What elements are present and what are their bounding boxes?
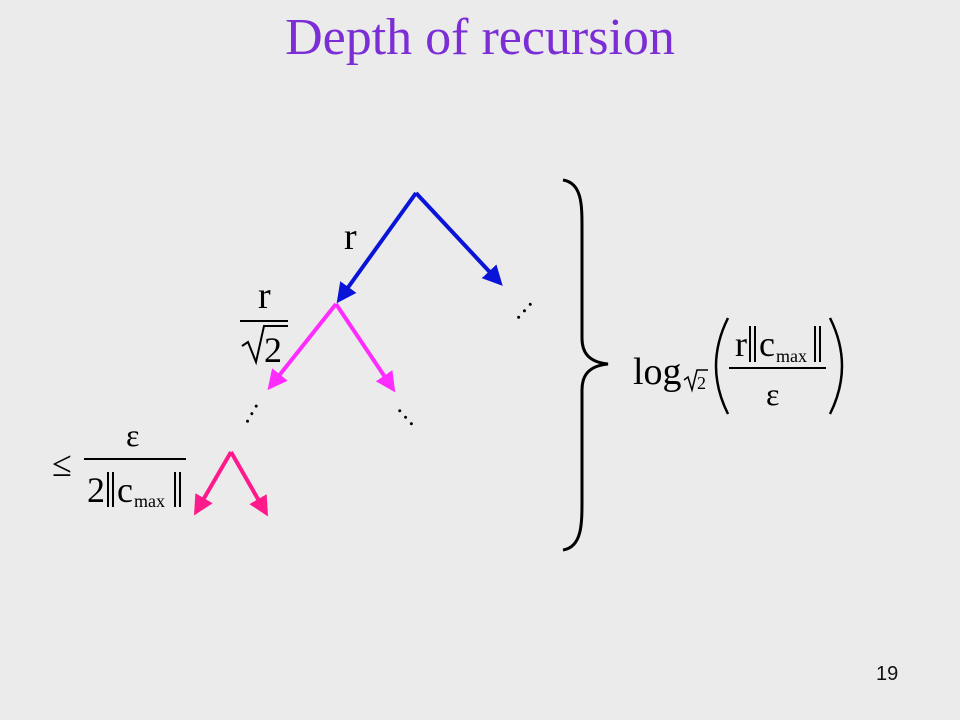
left-paren [714,317,730,415]
level2-label-denominator: 2 [264,330,282,370]
level3-left-edge [193,450,233,516]
level3-denominator-symbol: c [117,470,133,510]
level3-branches [193,450,268,517]
level3-edge-label: ≤ ε 2 c max [52,417,186,511]
level2-branches [267,302,396,393]
level2-edge-label: r 2 [240,275,288,370]
level3-right-edge [229,451,268,517]
level2-right-ellipsis: … [392,393,431,432]
right-paren [828,317,844,415]
slide-title: Depth of recursion [285,9,675,66]
level3-numerator: ε [126,417,139,453]
page-number: 19 [876,663,899,685]
level1-right-ellipsis: … [499,287,538,326]
level2-right-edge [334,302,396,393]
level1-branches [336,191,503,304]
log-base-sqrt-sign [683,369,708,393]
depth-curly-brace [562,178,609,552]
formula-numerator-subscript: max [776,346,807,366]
level3-denominator-subscript: max [134,491,165,511]
level2-left-edge [267,302,338,391]
log-text: log [633,351,682,393]
depth-formula: log 2 r c max ε [633,317,844,415]
level2-label-numerator: r [258,275,271,317]
level1-right-edge [414,191,503,286]
level1-left-edge [336,191,418,304]
level1-edge-label: r [344,216,357,258]
level3-denominator-coefficient: 2 [87,470,105,510]
formula-numerator-c: c [759,324,775,364]
level3-relation: ≤ [52,444,72,484]
level2-left-ellipsis: … [227,392,265,429]
formula-denominator: ε [766,376,779,412]
level2-sqrt-sign [241,325,288,366]
formula-numerator-r: r [735,324,747,364]
log-base: 2 [697,373,706,393]
